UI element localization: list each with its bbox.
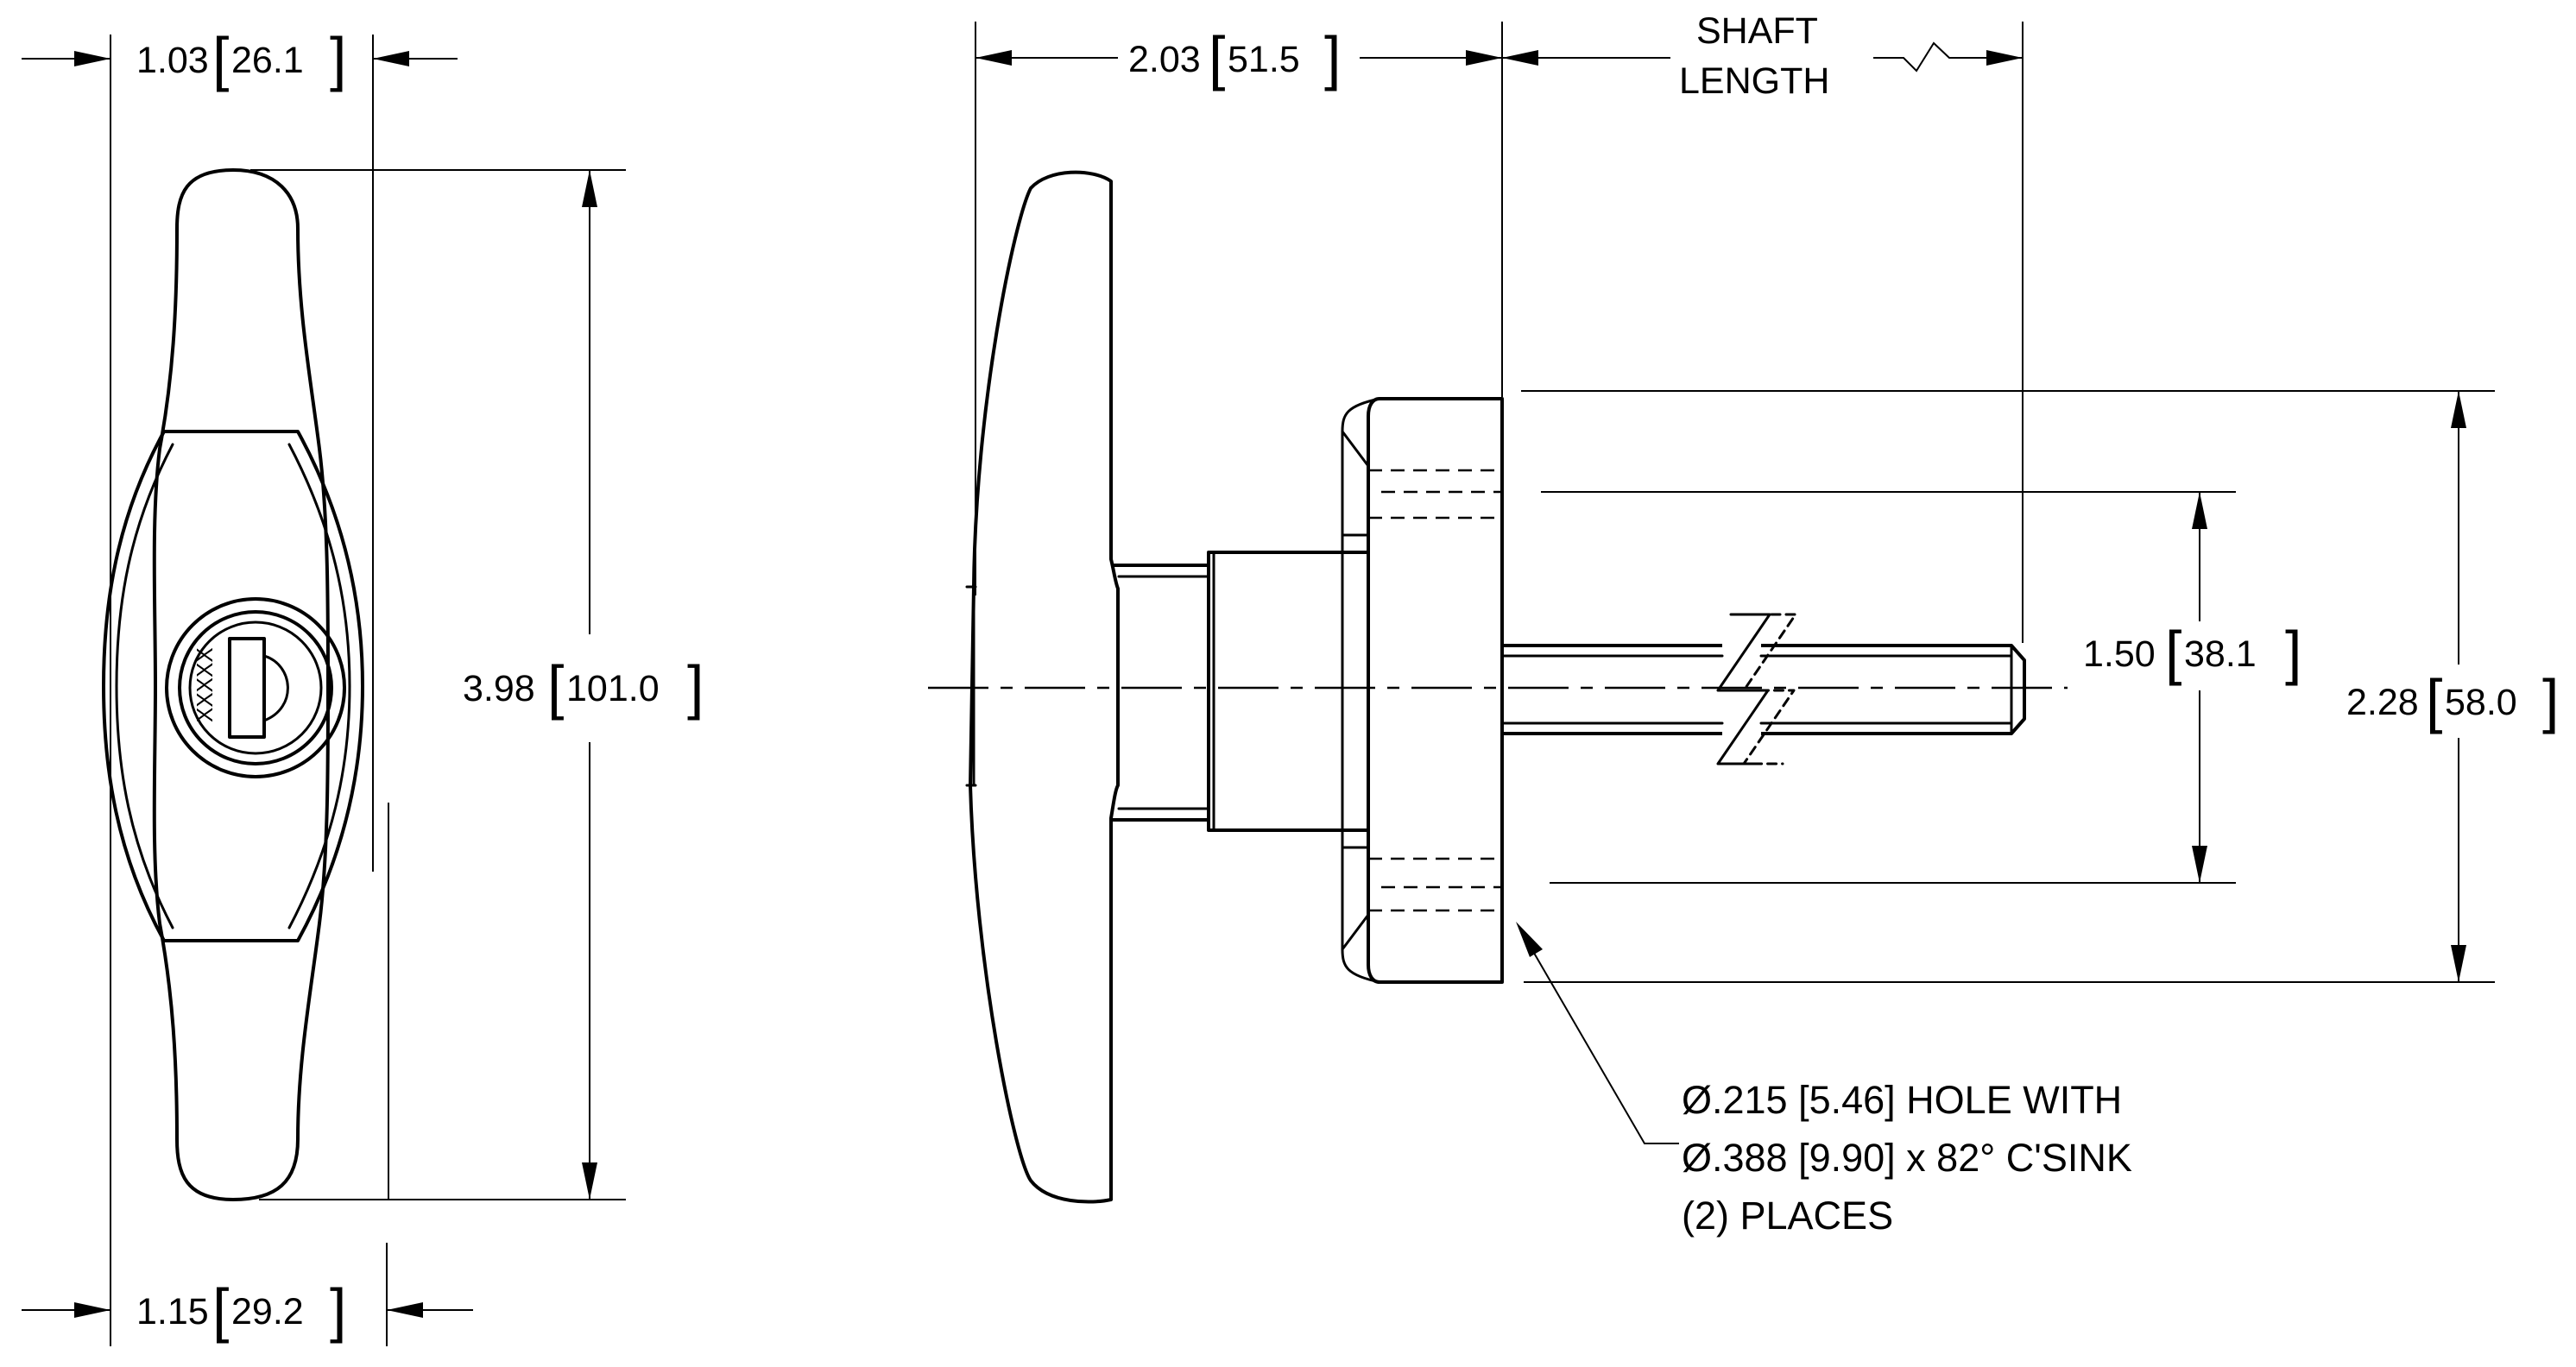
note-line-3: (2) PLACES bbox=[1682, 1194, 1893, 1238]
svg-text:]: ] bbox=[687, 653, 704, 721]
svg-text:]: ] bbox=[330, 25, 346, 92]
dim-top-width-metric: 26.1 bbox=[231, 40, 304, 81]
dim-bottom-width-metric: 29.2 bbox=[231, 1291, 304, 1332]
dim-overall-height: 3.98 [ 101.0 ] bbox=[463, 170, 704, 1200]
shaft-break-2 bbox=[1742, 613, 1797, 765]
hole-note: Ø.215 [5.46] HOLE WITH Ø.388 [9.90] x 82… bbox=[1516, 922, 2132, 1238]
dim-flange-value: 2.28 bbox=[2346, 682, 2419, 723]
dim-shaft-length: SHAFT LENGTH bbox=[1502, 10, 2024, 643]
key-slot bbox=[228, 637, 266, 739]
svg-text:[: [ bbox=[1209, 24, 1225, 91]
lock-cylinder-face bbox=[188, 621, 323, 755]
handle-wings-inner bbox=[115, 443, 351, 929]
lock-cylinder-ring bbox=[178, 610, 333, 765]
handle-wings-outline bbox=[102, 430, 364, 942]
dim-bottom-width-value: 1.15 bbox=[136, 1291, 209, 1332]
svg-text:[: [ bbox=[212, 25, 229, 92]
handle-grip-outline bbox=[152, 168, 330, 1201]
shaft-length-label-2: LENGTH bbox=[1679, 60, 1829, 102]
dim-height-value: 3.98 bbox=[463, 668, 535, 709]
dim-handle-value: 2.03 bbox=[1128, 39, 1201, 80]
svg-text:[: [ bbox=[2165, 619, 2181, 686]
dim-height-metric: 101.0 bbox=[566, 668, 660, 709]
dim-handle-metric: 51.5 bbox=[1228, 39, 1300, 80]
housing-step bbox=[1207, 551, 1370, 832]
dim-spacing-metric: 38.1 bbox=[2184, 633, 2257, 675]
note-line-2: Ø.388 [9.90] x 82° C'SINK bbox=[1682, 1136, 2132, 1180]
dim-top-width: 1.03 [ 26.1 ] bbox=[22, 25, 458, 92]
note-leader bbox=[1518, 927, 1679, 1144]
key-code: XXXXX bbox=[192, 647, 218, 722]
dim-hole-spacing: 1.50 [ 38.1 ] bbox=[1541, 491, 2301, 884]
note-line-1: Ø.215 [5.46] HOLE WITH bbox=[1682, 1078, 2122, 1122]
svg-text:[: [ bbox=[547, 653, 564, 721]
svg-text:]: ] bbox=[2542, 667, 2559, 734]
svg-text:[: [ bbox=[2426, 667, 2442, 734]
dim-spacing-value: 1.50 bbox=[2083, 633, 2156, 675]
dim-top-width-value: 1.03 bbox=[136, 40, 209, 81]
dim-handle-length: 2.03 [ 51.5 ] bbox=[975, 22, 1503, 595]
flange bbox=[1367, 397, 1504, 984]
lock-cylinder-outer bbox=[165, 597, 346, 778]
keyway-curve bbox=[262, 654, 289, 722]
svg-text:]: ] bbox=[1324, 24, 1341, 91]
handle-neck bbox=[1111, 564, 1210, 822]
side-view bbox=[928, 170, 2068, 1204]
flange-lip bbox=[1341, 397, 1381, 984]
shaft-length-label-1: SHAFT bbox=[1696, 10, 1818, 52]
front-view: XXXXX bbox=[102, 35, 626, 1346]
dim-flange-height: 2.28 [ 58.0 ] bbox=[1521, 390, 2559, 983]
svg-text:[: [ bbox=[212, 1276, 229, 1344]
svg-text:]: ] bbox=[2285, 619, 2301, 686]
dim-flange-metric: 58.0 bbox=[2445, 682, 2517, 723]
dim-bottom-width: 1.15 [ 29.2 ] bbox=[22, 1276, 473, 1344]
svg-text:]: ] bbox=[330, 1276, 346, 1344]
shaft bbox=[1761, 644, 2026, 735]
